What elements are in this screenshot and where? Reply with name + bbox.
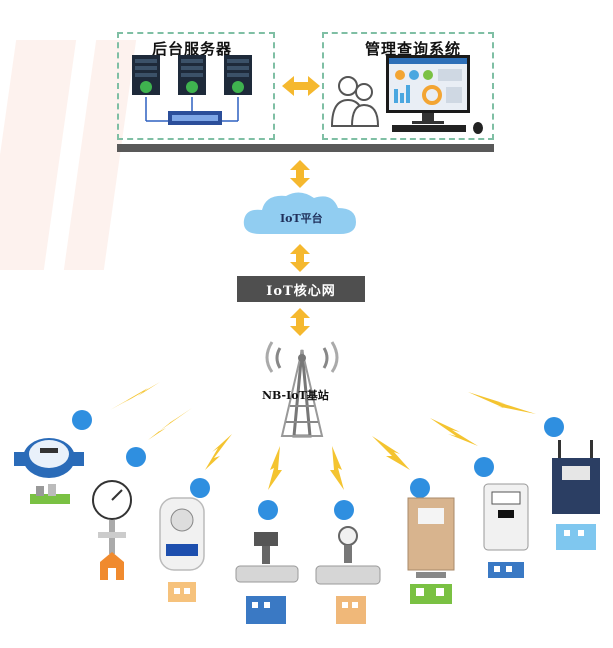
wifi-icon: [544, 417, 564, 437]
users-icon: [330, 76, 380, 127]
smart-meter-icon: [159, 497, 205, 602]
bolt-icon: [468, 392, 536, 414]
cabinet-controller-icon: [407, 497, 455, 604]
electric-meter-icon: [483, 483, 529, 578]
server-icon: [132, 55, 160, 95]
network-switch-icon: [168, 111, 222, 125]
server-icon: [178, 55, 206, 95]
gateway-device-icon: [552, 440, 600, 550]
bolt-icon: [110, 382, 160, 410]
bidirectional-arrow-vertical: [290, 244, 310, 272]
bolt-icon: [148, 408, 192, 440]
nb-iot-station-label: NB-IoT基站: [262, 389, 329, 402]
server-layer-bar: [117, 144, 494, 152]
wifi-icon: [410, 478, 430, 498]
wifi-icon: [474, 457, 494, 477]
flow-meter-large-icon: [315, 526, 381, 624]
server-rack-icons: [132, 55, 252, 125]
backend-servers-box: [117, 32, 275, 140]
cloud-icon: [243, 192, 356, 234]
bidirectional-arrow-horizontal: [282, 76, 320, 96]
flow-meter-small-icon: [235, 532, 299, 624]
bolt-icon: [430, 418, 478, 446]
wifi-icon: [258, 500, 278, 520]
bolt-icon: [372, 436, 410, 470]
wifi-icon: [334, 500, 354, 520]
bolt-icon: [330, 446, 344, 490]
server-icon: [224, 55, 252, 95]
iot-core-network-bar: IoT核心网: [237, 276, 365, 302]
backend-servers-title: 后台服务器: [152, 40, 233, 58]
wifi-icon: [126, 447, 146, 467]
wifi-icon: [72, 410, 92, 430]
pressure-gauge-icon: [92, 480, 132, 580]
wifi-icon: [190, 478, 210, 498]
iot-platform-label: IoT平台: [280, 212, 323, 225]
management-system-box: [322, 32, 494, 140]
monitor-dashboard-icon: [386, 55, 483, 134]
bolt-icon: [268, 446, 282, 490]
bolt-icon: [205, 434, 232, 470]
bidirectional-arrow-vertical: [290, 308, 310, 336]
water-meter-icon: [14, 438, 84, 504]
bidirectional-arrow-vertical: [290, 160, 310, 188]
cell-tower-icon: [265, 341, 339, 438]
management-system-title: 管理查询系统: [365, 40, 462, 58]
